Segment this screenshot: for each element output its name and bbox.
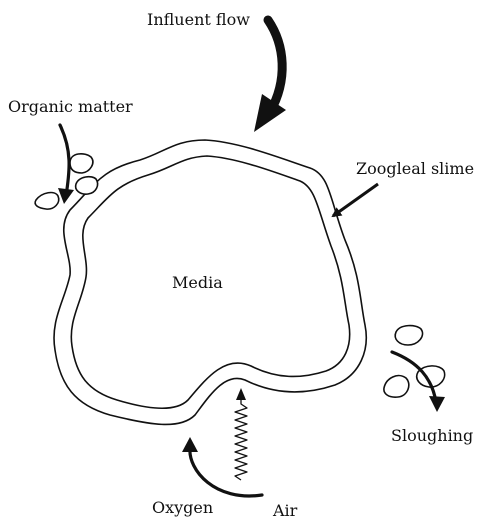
organic-chunk-1 (70, 154, 93, 173)
influent-flow-arrow (268, 20, 282, 112)
organic-chunk-2 (76, 177, 98, 194)
label-zoogleal-slime: Zoogleal slime (356, 159, 474, 178)
slough-chunk-1 (395, 326, 422, 345)
zoogleal-slime-arrow (333, 184, 378, 216)
label-organic-matter: Organic matter (8, 97, 133, 116)
slough-chunk-2 (384, 376, 409, 398)
label-influent-flow: Influent flow (147, 10, 250, 29)
air-diffusion-wave (235, 396, 247, 480)
organic-matter-arrow (60, 125, 69, 196)
label-media: Media (172, 273, 223, 292)
label-air: Air (272, 501, 298, 520)
organic-chunk-3 (35, 193, 59, 210)
oxygen-arrowhead (182, 437, 198, 452)
sloughing-arrowhead (429, 396, 445, 412)
oxygen-arrow (190, 448, 262, 496)
label-oxygen: Oxygen (152, 498, 213, 517)
air-arrowhead (236, 388, 246, 400)
label-sloughing: Sloughing (391, 426, 473, 445)
organic-matter-arrowhead (58, 188, 74, 204)
influent-flow-arrowhead (254, 94, 286, 132)
